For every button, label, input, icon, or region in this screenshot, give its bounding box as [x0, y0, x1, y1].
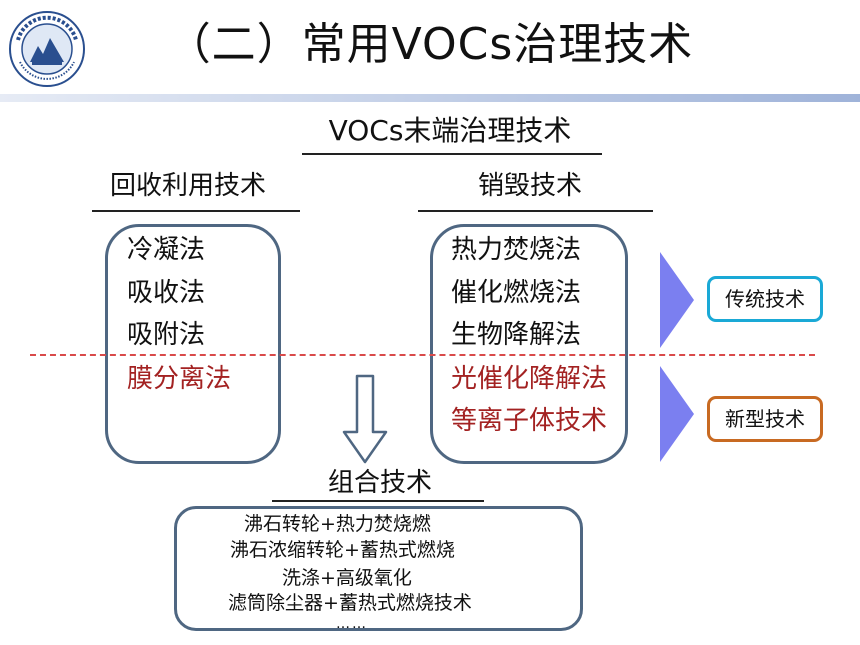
- traditional-technology-label: 传统技术: [707, 276, 823, 322]
- recovery-method-membrane-separation: 膜分离法: [127, 364, 232, 394]
- new-technology-label: 新型技术: [707, 396, 823, 442]
- combo-item-washing-oxidation: 洗涤+高级氧化: [282, 567, 412, 589]
- destruction-method-catalytic-combustion: 催化燃烧法: [451, 278, 582, 308]
- down-arrow-icon: [342, 374, 388, 464]
- recovery-methods-box: [105, 224, 281, 464]
- combined-heading-rule: [272, 500, 484, 502]
- combined-heading: 组合技术: [327, 468, 432, 498]
- recovery-heading: 回收利用技术: [109, 171, 266, 201]
- destruction-method-photocatalytic-degradation: 光催化降解法: [451, 364, 608, 394]
- recovery-method-condensation: 冷凝法: [127, 235, 206, 265]
- slide-title: （二）常用VOCs治理技术: [166, 19, 694, 70]
- main-heading-rule: [302, 153, 602, 155]
- traditional-new-separator: [30, 354, 815, 356]
- combo-item-zeolite-rto: 沸石浓缩转轮+蓄热式燃烧: [230, 539, 455, 561]
- destruction-methods-box: [430, 224, 628, 464]
- destruction-heading: 销毁技术: [477, 171, 582, 201]
- combo-item-ellipsis: ……: [336, 616, 368, 632]
- destruction-method-thermal-incineration: 热力焚烧法: [451, 235, 582, 265]
- combo-item-filter-rto: 滤筒除尘器+蓄热式燃烧技术: [228, 592, 472, 614]
- title-divider-band: [0, 94, 860, 102]
- recovery-method-adsorption: 吸附法: [127, 320, 206, 350]
- main-heading: VOCs末端治理技术: [328, 114, 572, 147]
- destruction-method-biodegradation: 生物降解法: [451, 320, 582, 350]
- traditional-chevron-icon: [660, 252, 694, 348]
- destruction-heading-rule: [418, 210, 653, 212]
- combo-item-zeolite-thermal: 沸石转轮+热力焚烧燃: [244, 513, 431, 535]
- destruction-method-plasma: 等离子体技术: [451, 406, 608, 436]
- recovery-heading-rule: [92, 210, 300, 212]
- recovery-method-absorption: 吸收法: [127, 278, 206, 308]
- new-chevron-icon: [660, 366, 694, 462]
- combined-technology-box: [174, 506, 583, 631]
- university-logo: [9, 11, 85, 87]
